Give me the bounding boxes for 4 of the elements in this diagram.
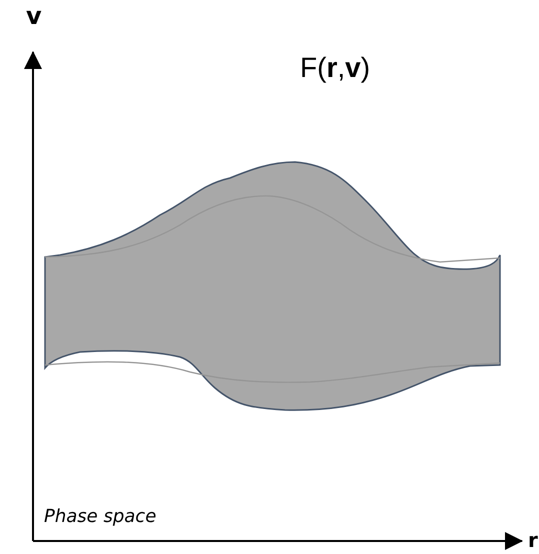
phase-space-label: Phase space [44,506,156,527]
axis-label: r [528,528,538,552]
axis-label: v [26,2,42,30]
function-label: F(r,v) [300,52,370,84]
